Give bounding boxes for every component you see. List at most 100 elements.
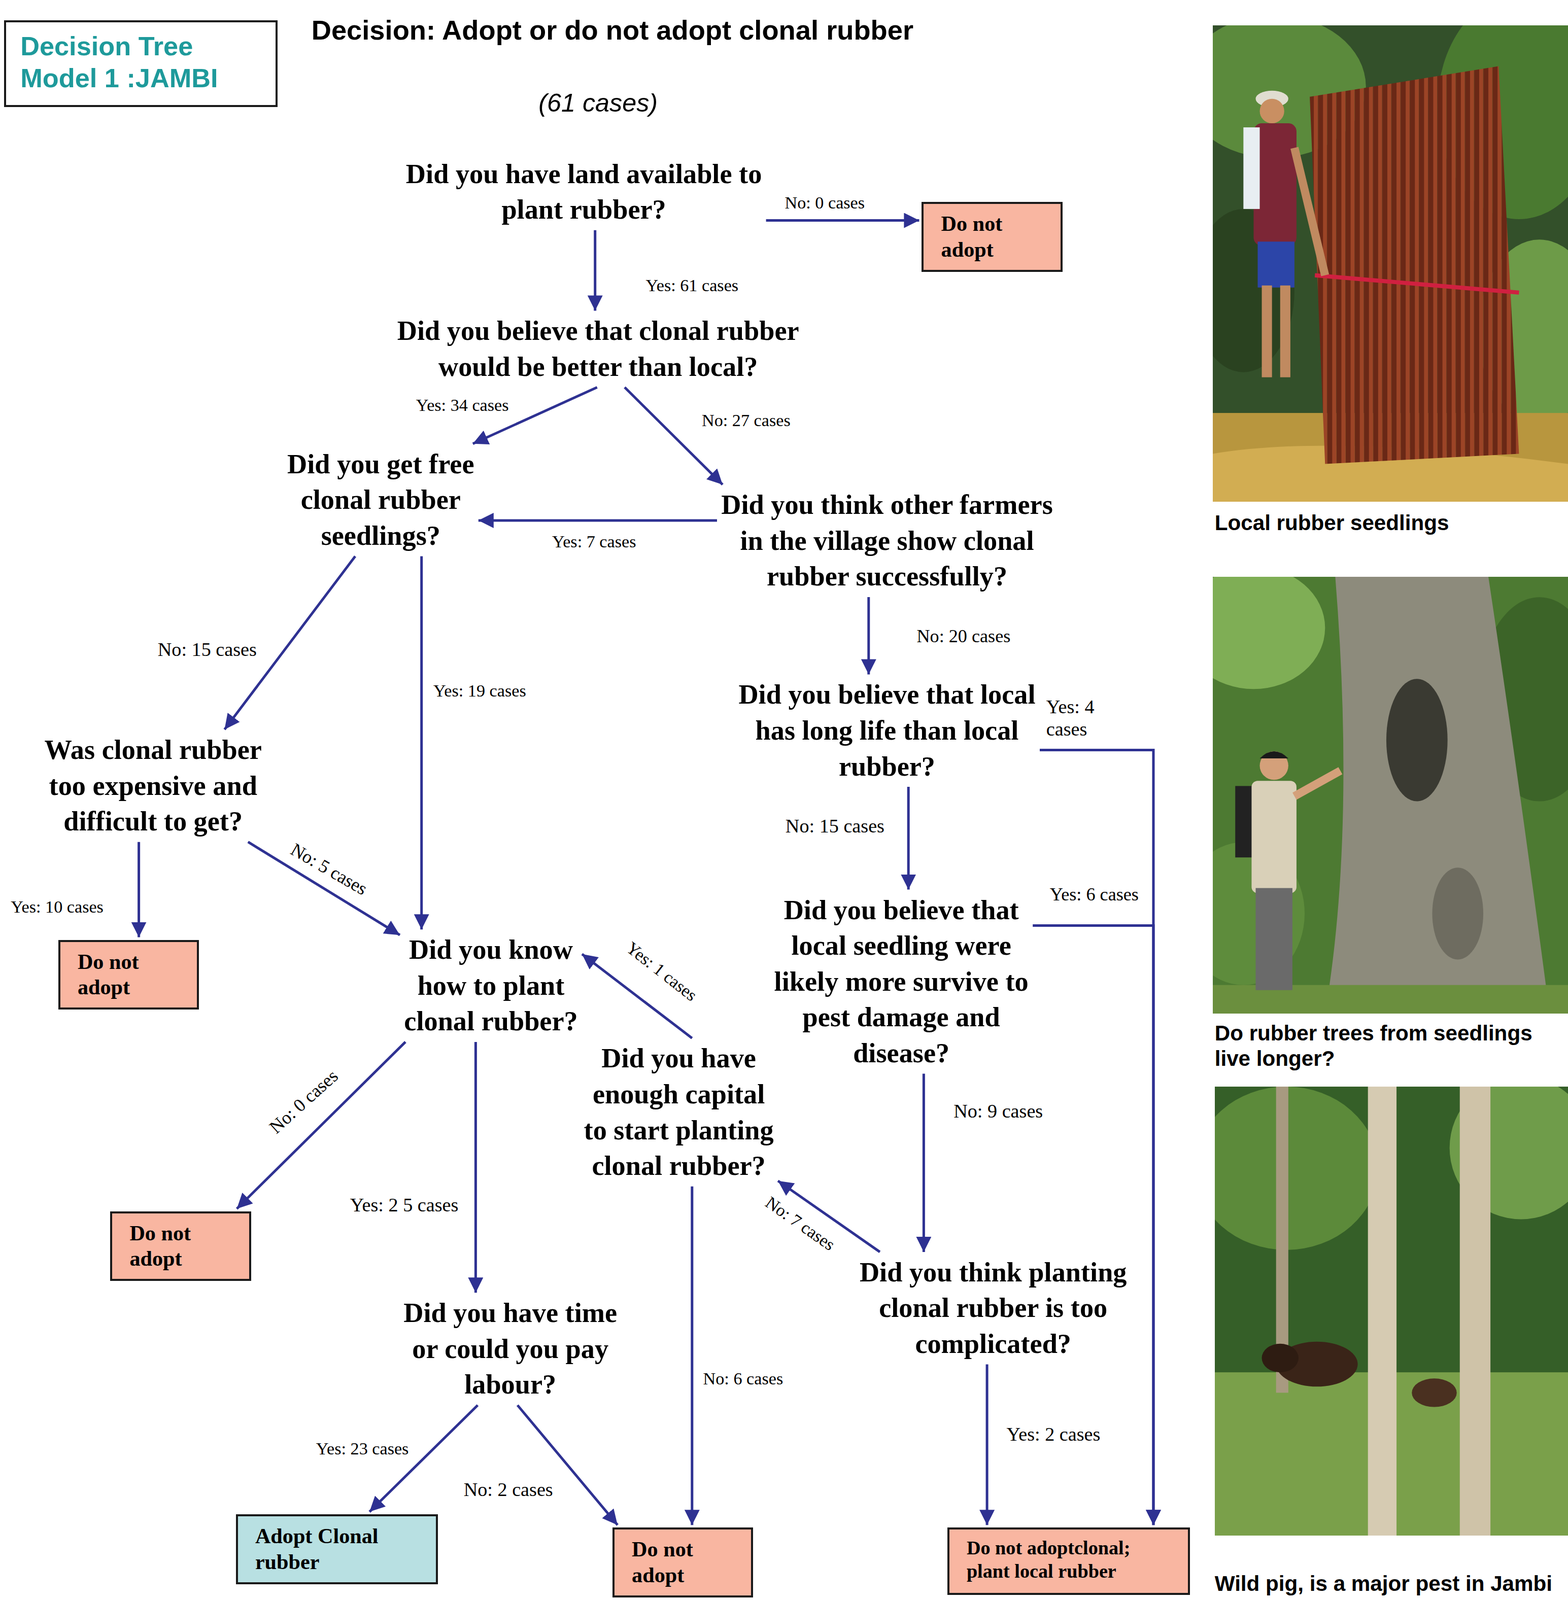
box-text: Adopt Clonal rubber xyxy=(255,1524,379,1575)
connector-arrow xyxy=(985,1365,989,1526)
connector-arrow xyxy=(907,787,910,891)
text-block: Did you know how to plant clonal rubber? xyxy=(402,932,580,1040)
connector-arrow xyxy=(137,842,141,938)
connector-arrow xyxy=(624,387,723,486)
photo-caption: Do rubber trees from seedlings live long… xyxy=(1214,1020,1566,1073)
text-block: Adopt Clonal rubber xyxy=(255,1523,419,1576)
trousers xyxy=(1255,888,1292,991)
connector-arrow xyxy=(867,597,870,675)
edge-label: No: 20 cases xyxy=(914,626,1013,648)
text-block: Did you think planting clonal rubber is … xyxy=(858,1254,1129,1363)
text-block: Did you believe that clonal rubber would… xyxy=(395,313,801,385)
question-text: Did you believe that clonal rubber would… xyxy=(397,315,800,383)
connector-arrow xyxy=(582,954,693,1039)
outcome-box: Do not adopt xyxy=(921,201,1063,272)
edge-label: No: 7 cases xyxy=(760,1191,841,1256)
seedling-bundle xyxy=(1309,65,1519,464)
text-block: Do not adopt xyxy=(77,949,180,1001)
outcome-box: Do not adopt xyxy=(110,1211,251,1282)
question-node: Was clonal rubber too expensive and diff… xyxy=(42,732,264,840)
connector-arrow xyxy=(517,1405,618,1526)
question-text: Did you believe that local has long life… xyxy=(738,679,1036,782)
head xyxy=(1259,751,1289,780)
question-text: Did you think planting clonal rubber is … xyxy=(859,1257,1128,1360)
pig-body xyxy=(1411,1378,1457,1408)
edge-label: Yes: 34 cases xyxy=(414,395,511,416)
connector-arrow xyxy=(766,219,920,222)
outcome-box: Do not adopt xyxy=(612,1527,754,1598)
arm xyxy=(1294,770,1341,797)
text-block: Did you have time or could you pay labou… xyxy=(401,1295,619,1404)
connector-arrow xyxy=(420,556,423,931)
bark-patch xyxy=(1386,678,1448,802)
edge-label: No: 9 cases xyxy=(951,1100,1045,1123)
question-text: Was clonal rubber too expensive and diff… xyxy=(44,734,262,837)
edge-label: Yes: 2 5 cases xyxy=(348,1194,461,1217)
question-text: Did you have land available to plant rub… xyxy=(405,158,762,226)
question-text: Did you have enough capital to start pla… xyxy=(584,1043,774,1182)
hair xyxy=(1259,751,1289,759)
text-block: Do not adopt xyxy=(941,211,1044,263)
text-block: Did you get free clonal rubber seedlings… xyxy=(285,446,476,555)
foliage xyxy=(1214,1086,1379,1251)
question-node: Did you believe that local has long life… xyxy=(736,676,1038,785)
photo-wild-pig xyxy=(1214,1086,1568,1537)
question-text: Did you think other farmers in the villa… xyxy=(721,489,1053,592)
edge-label: Yes: 19 cases xyxy=(431,680,529,701)
edge-label: No: 0 cases xyxy=(782,193,867,214)
photo-seedlings xyxy=(1212,25,1568,502)
connector-arrow xyxy=(690,1186,694,1526)
connector-arrow xyxy=(474,1042,477,1293)
text-block: Did you think other farmers in the villa… xyxy=(719,487,1055,595)
box-text: Do not adoptclonal; plant local rubber xyxy=(966,1537,1131,1583)
edge-label: Yes: 10 cases xyxy=(8,897,106,918)
question-node: Did you think planting clonal rubber is … xyxy=(858,1254,1129,1363)
model-title-box: Decision Tree Model 1 :JAMBI xyxy=(4,20,278,108)
edge-label: No: 0 cases xyxy=(264,1064,345,1140)
box-text: Decision Tree Model 1 :JAMBI xyxy=(20,31,218,93)
question-text: Did you believe that local seedling were… xyxy=(774,895,1029,1069)
question-text: Did you have time or could you pay labou… xyxy=(403,1298,618,1401)
text-block: Did you have enough capital to start pla… xyxy=(582,1040,776,1184)
connector-arrow xyxy=(593,230,597,312)
outcome-box: Do not adoptclonal; plant local rubber xyxy=(947,1527,1191,1596)
text-block: Did you have land available to plant rub… xyxy=(404,156,764,228)
bark-patch xyxy=(1432,867,1484,960)
head xyxy=(1259,98,1285,124)
edge-label: Yes: 1 cases xyxy=(620,936,703,1007)
text-block: Was clonal rubber too expensive and diff… xyxy=(42,732,264,840)
edge-label: Yes: 7 cases xyxy=(550,531,639,552)
edge-label: No: 15 cases xyxy=(155,638,259,662)
shirt xyxy=(1251,780,1297,894)
pig-head xyxy=(1262,1344,1299,1373)
shorts xyxy=(1257,241,1295,288)
question-node: Did you know how to plant clonal rubber? xyxy=(402,932,580,1040)
question-node: Did you believe that clonal rubber would… xyxy=(395,313,801,385)
box-text: Do not adopt xyxy=(129,1221,191,1272)
question-node: Did you get free clonal rubber seedlings… xyxy=(285,446,476,555)
edge-label: No: 27 cases xyxy=(699,410,793,431)
box-text: Do not adopt xyxy=(77,949,140,1000)
edge-label: Yes: 4 cases xyxy=(1044,696,1120,741)
question-text: Did you get free clonal rubber seedlings… xyxy=(287,449,474,552)
leg xyxy=(1262,285,1273,378)
outcome-box: Do not adopt xyxy=(58,940,199,1010)
question-text: Did you know how to plant clonal rubber? xyxy=(403,934,578,1037)
connector-arrow xyxy=(236,1042,406,1210)
question-node: Did you have enough capital to start pla… xyxy=(582,1040,776,1184)
text-block: Did you believe that local has long life… xyxy=(736,676,1038,785)
connector-arrow xyxy=(478,519,718,522)
photo-caption: Local rubber seedlings xyxy=(1214,510,1450,537)
tree-trunk xyxy=(1368,1086,1397,1537)
leg xyxy=(1280,285,1291,378)
shirt xyxy=(1253,123,1297,246)
question-node: Did you think other farmers in the villa… xyxy=(719,487,1055,595)
rope xyxy=(1314,275,1519,293)
question-node: Did you have time or could you pay labou… xyxy=(401,1295,619,1404)
edge-label: Yes: 6 cases xyxy=(1047,884,1141,906)
photo-caption: Wild pig, is a major pest in Jambi xyxy=(1214,1571,1553,1598)
box-text: Do not adopt xyxy=(941,211,1003,262)
tree-trunk xyxy=(1324,576,1550,1014)
box-text: Do not adopt xyxy=(631,1537,694,1588)
